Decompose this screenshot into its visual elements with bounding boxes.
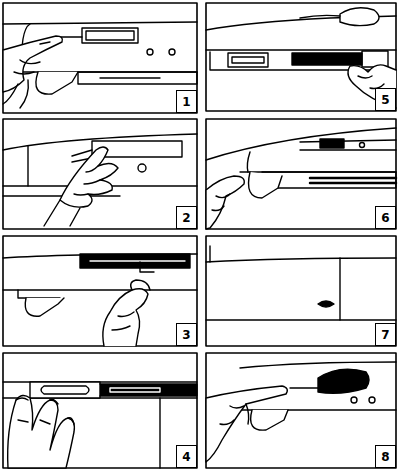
callout-box: 7 xyxy=(375,323,396,346)
panel-8-drawing xyxy=(206,362,396,462)
callout-box: 5 xyxy=(375,88,396,111)
callout-box: 3 xyxy=(176,323,197,346)
callout-box: 6 xyxy=(375,206,396,229)
callout-box: 1 xyxy=(176,90,197,113)
callout-box: 2 xyxy=(176,206,197,229)
panel-1-drawing xyxy=(3,22,197,108)
panel-4-drawing xyxy=(3,382,197,468)
panel-7-drawing xyxy=(206,246,396,320)
callout-number: 7 xyxy=(381,329,389,341)
callout-number: 1 xyxy=(182,96,190,108)
callout-number: 2 xyxy=(182,212,190,224)
panel-frames xyxy=(3,3,396,468)
callout-number: 5 xyxy=(381,94,389,106)
callout-number: 4 xyxy=(182,451,190,463)
panel-6-drawing xyxy=(206,128,396,229)
callout-box: 8 xyxy=(375,445,396,468)
callout-box: 4 xyxy=(176,445,197,468)
panel-3-drawing xyxy=(3,254,197,346)
panel-5-drawing xyxy=(206,8,396,108)
callout-number: 3 xyxy=(182,329,190,341)
callout-number: 6 xyxy=(381,212,389,224)
callout-number: 8 xyxy=(381,451,389,463)
panel-2-drawing xyxy=(3,134,197,226)
